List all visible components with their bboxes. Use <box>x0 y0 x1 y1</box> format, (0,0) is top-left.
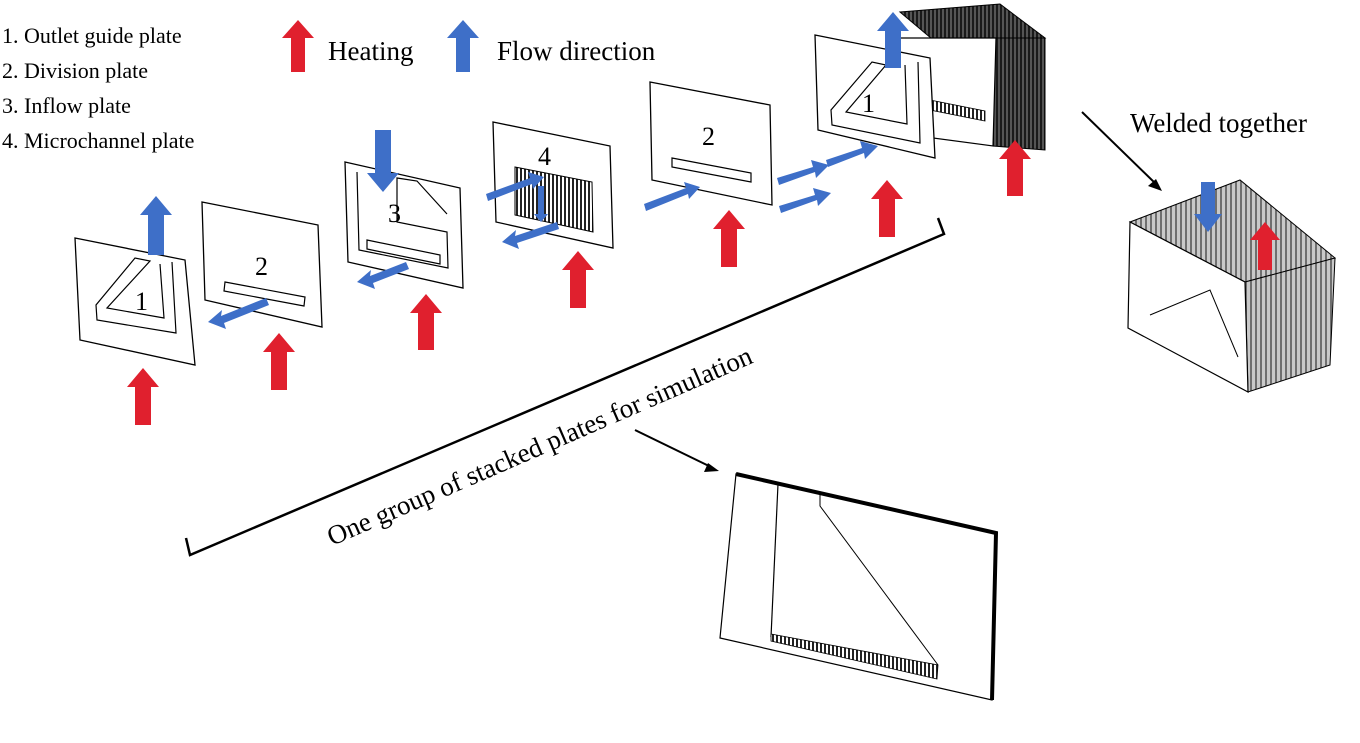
inflow-plate: 3 <box>344 161 464 289</box>
flow-arrow-up <box>877 12 909 68</box>
welded-pointer-line <box>1081 111 1158 186</box>
division-plate-left: 2 <box>201 201 323 328</box>
flow-arrow-down <box>1194 182 1222 232</box>
flow-arrow-in <box>644 182 700 211</box>
heating-arrow <box>263 333 295 390</box>
heating-arrow <box>410 294 442 350</box>
flow-arrow-out <box>357 262 409 289</box>
heating-arrow <box>562 251 594 308</box>
heating-arrow <box>871 180 903 237</box>
flow-legend-label: Flow direction <box>497 36 656 66</box>
heating-arrow <box>127 368 159 425</box>
welded-pointer-arrowhead <box>1148 179 1162 191</box>
flow-arrow-in <box>486 172 544 201</box>
legend-item-microchannel-plate: 4. Microchannel plate <box>2 128 194 153</box>
flow-arrow-down <box>367 130 399 192</box>
plate-label: 1 <box>862 89 875 118</box>
outlet-guide-plate-left: 1 <box>74 237 196 366</box>
flow-arrow-up <box>140 196 172 255</box>
plate-label: 2 <box>255 252 268 281</box>
flow-arrow-out <box>502 222 559 249</box>
group-label: One group of stacked plates for simulati… <box>322 340 757 551</box>
outlet-guide-plate-right: 1 <box>814 34 936 159</box>
flow-arrow-out <box>208 298 269 329</box>
flow-arrow-down <box>534 186 548 222</box>
group-pointer-arrowhead <box>704 463 719 472</box>
division-plate-right: 2 <box>649 81 773 206</box>
simulation-plate <box>719 472 999 701</box>
plate-label: 3 <box>388 199 401 228</box>
heating-legend-icon <box>282 20 314 72</box>
flow-arrow-in <box>826 141 878 167</box>
plate-label: 1 <box>135 287 148 316</box>
legend-item-outlet-guide-plate: 1. Outlet guide plate <box>2 23 182 48</box>
legend-item-division-plate: 2. Division plate <box>2 58 148 83</box>
group-pointer-line <box>634 429 712 468</box>
heating-arrow <box>1250 222 1280 270</box>
heating-arrow <box>713 210 745 267</box>
plate-label: 4 <box>538 142 551 171</box>
welded-block <box>1127 179 1337 394</box>
group-bracket <box>184 217 946 557</box>
plate-label: 2 <box>702 122 715 151</box>
legend: 1. Outlet guide plate 2. Division plate … <box>2 20 656 153</box>
heating-legend-label: Heating <box>328 36 413 66</box>
flow-arrow-in <box>779 188 831 213</box>
legend-item-inflow-plate: 3. Inflow plate <box>2 93 131 118</box>
welded-label: Welded together <box>1130 108 1307 138</box>
heating-arrow <box>999 140 1031 196</box>
flow-legend-icon <box>447 20 479 72</box>
flow-arrow-in <box>777 160 829 185</box>
